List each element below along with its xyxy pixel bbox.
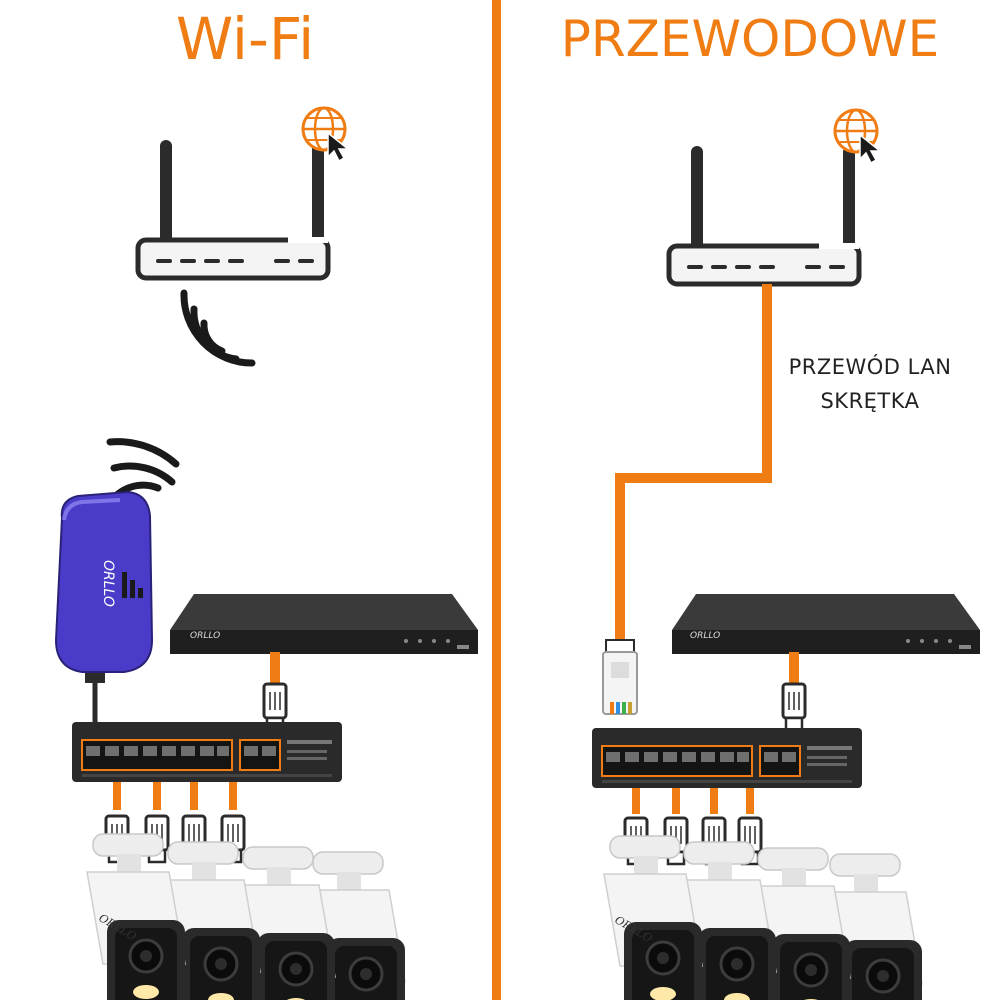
right-camera-cables xyxy=(623,788,763,866)
lan-cable-label-line2: SKRĘTKA xyxy=(820,389,920,413)
left-poe-switch xyxy=(71,721,343,783)
nvr-brand-label: ORLLO xyxy=(690,631,720,641)
wired-router xyxy=(669,146,859,284)
lan-cable-line xyxy=(615,284,772,648)
right-poe-switch xyxy=(591,727,863,789)
router-icon xyxy=(138,140,328,278)
wifi-modem: ORLLO xyxy=(54,490,154,736)
panel-divider xyxy=(492,0,501,1000)
wifi-signal-icon xyxy=(180,289,256,367)
wired-panel-title: PRZEWODOWE xyxy=(560,10,940,68)
globe-cursor-icon xyxy=(301,106,350,163)
left-camera-cables xyxy=(104,782,246,864)
globe-cursor-icon xyxy=(833,108,882,165)
lan-connector-icon xyxy=(781,682,807,732)
right-camera-group: ORLLO xyxy=(602,834,924,1000)
nvr-lan-cable xyxy=(789,652,799,690)
left-camera-group: ORLLO xyxy=(85,832,407,1000)
router-icon xyxy=(669,146,859,284)
wifi-signal-icon xyxy=(106,438,180,498)
nvr-brand-label: ORLLO xyxy=(190,631,220,641)
nvr-lan-cable xyxy=(270,652,280,690)
wifi-router xyxy=(138,140,328,278)
right-nvr-recorder: ORLLO xyxy=(672,594,980,654)
modem-brand-label: ORLLO xyxy=(100,560,116,607)
left-nvr-recorder: ORLLO xyxy=(170,594,478,654)
lan-connector-icon xyxy=(602,639,638,715)
wifi-panel-title: Wi-Fi xyxy=(175,5,315,73)
lan-cable-label: PRZEWÓD LAN SKRĘTKA xyxy=(760,350,980,418)
lan-cable-label-line1: PRZEWÓD LAN xyxy=(788,355,952,379)
